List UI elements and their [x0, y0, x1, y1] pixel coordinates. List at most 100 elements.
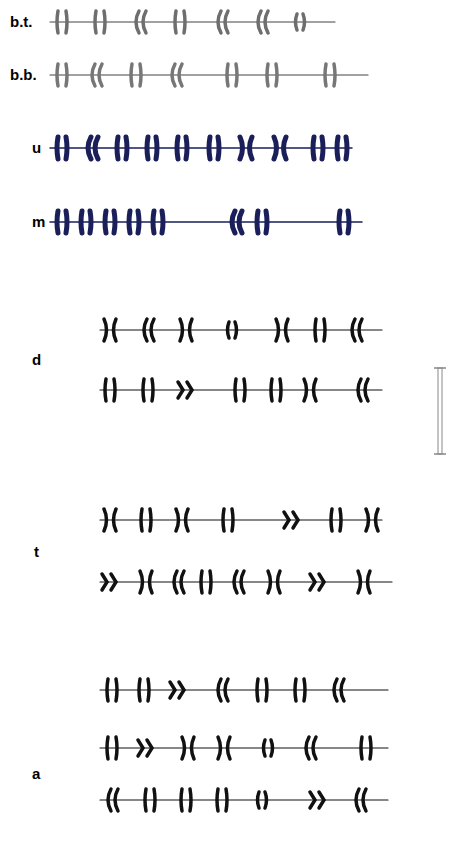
- chromosome: [181, 789, 191, 811]
- chromosome: [296, 14, 305, 30]
- chromosome: [143, 379, 153, 401]
- row-line: [100, 799, 388, 800]
- chromosome: [274, 137, 286, 159]
- chromosome: [217, 789, 227, 811]
- chromosome: [57, 211, 67, 233]
- chromosome: [95, 11, 105, 33]
- chromosome: [339, 211, 349, 233]
- chromosome: [358, 379, 368, 401]
- chromosome: [57, 11, 67, 33]
- chromosome: [147, 137, 157, 159]
- chromosome: [310, 574, 324, 590]
- chromosome: [175, 11, 185, 33]
- chromosome: [209, 137, 219, 159]
- row-line: [50, 21, 335, 22]
- chromosome: [234, 571, 244, 593]
- chromosome: [172, 64, 182, 86]
- chromosome: [170, 682, 184, 698]
- chromosome: [105, 211, 115, 233]
- chromosome-row: [50, 137, 352, 159]
- chromosome: [180, 319, 192, 341]
- row-label: b.b.: [10, 67, 37, 82]
- row-label: m: [32, 214, 45, 229]
- row-label: d: [32, 352, 41, 367]
- chromosome: [144, 319, 154, 341]
- chromosome: [138, 740, 152, 756]
- chromosome: [107, 679, 117, 701]
- chromosome: [131, 64, 141, 86]
- chromosome: [102, 574, 116, 590]
- chromosome: [235, 379, 245, 401]
- chromosome: [295, 679, 305, 701]
- chromosome: [104, 509, 116, 531]
- chromosome: [228, 322, 237, 338]
- chromosome: [117, 137, 127, 159]
- chromosome: [313, 137, 323, 159]
- chromosome: [267, 64, 277, 86]
- chromosome: [145, 789, 155, 811]
- chromosome: [361, 737, 371, 759]
- chromosome: [92, 64, 102, 86]
- chromosome: [178, 382, 192, 398]
- chromosome: [176, 509, 188, 531]
- scale-bar-cap: [434, 367, 446, 369]
- chromosome: [227, 64, 237, 86]
- chromosome: [153, 211, 163, 233]
- chromosome: [258, 792, 267, 808]
- scale-bar-cap: [434, 453, 446, 455]
- chromosome: [232, 211, 242, 233]
- chromosome: [240, 137, 252, 159]
- chromosome: [264, 740, 273, 756]
- row-label: t: [34, 544, 39, 559]
- chromosome: [356, 789, 366, 811]
- chromosome-row: [50, 64, 368, 86]
- chromosome: [268, 571, 280, 593]
- chromosome: [258, 11, 268, 33]
- chromosome: [358, 571, 370, 593]
- chromosome: [88, 137, 98, 159]
- chromosome: [306, 737, 316, 759]
- chromosome: [182, 737, 194, 759]
- chromosome: [366, 509, 378, 531]
- chromosome: [201, 571, 211, 593]
- chromosome-group: [100, 319, 392, 811]
- scale-bar: [438, 368, 442, 454]
- row-line: [50, 221, 362, 223]
- chromosome: [257, 211, 267, 233]
- chromosome: [257, 679, 267, 701]
- chromosome: [334, 679, 344, 701]
- chromosome: [337, 137, 347, 159]
- chromosome: [107, 737, 117, 759]
- chromosome: [105, 379, 115, 401]
- chromosome: [284, 512, 298, 528]
- chromosome: [304, 379, 316, 401]
- chromosome: [310, 792, 324, 808]
- chromosome: [129, 211, 139, 233]
- chromosome: [104, 319, 116, 341]
- row-label: u: [32, 140, 41, 155]
- chromosome: [218, 11, 228, 33]
- chromosome: [276, 319, 288, 341]
- chromosome-row: [50, 211, 362, 233]
- chromosome: [136, 11, 146, 33]
- chromosome: [331, 509, 341, 531]
- chromosome: [223, 509, 233, 531]
- chromosome: [108, 789, 118, 811]
- chromosome: [218, 737, 230, 759]
- chromosome: [315, 319, 325, 341]
- chromosome: [271, 379, 281, 401]
- chromosome-row: [50, 11, 335, 33]
- chromosome: [141, 509, 151, 531]
- chromosome: [218, 679, 228, 701]
- row-label: b.t.: [10, 14, 33, 29]
- chromosome: [57, 64, 67, 86]
- row-line: [100, 689, 388, 690]
- chromosome: [139, 679, 149, 701]
- chromosome: [57, 137, 67, 159]
- chromosome: [81, 211, 91, 233]
- chromosome: [177, 137, 187, 159]
- chromosome: [325, 64, 335, 86]
- row-label: a: [32, 766, 40, 781]
- chromosome: [174, 571, 184, 593]
